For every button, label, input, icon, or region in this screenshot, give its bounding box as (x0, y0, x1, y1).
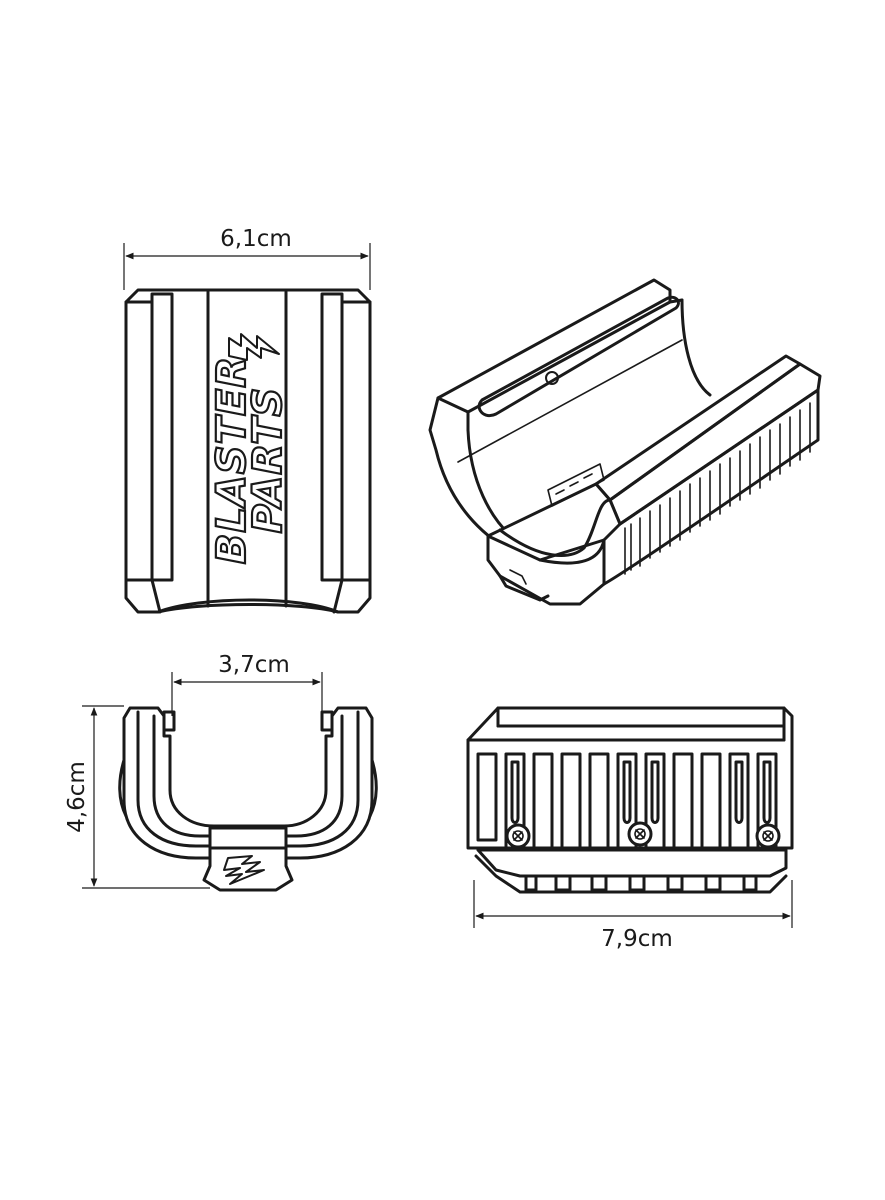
base-notches (524, 874, 758, 892)
iso-logo-fragment (547, 463, 605, 507)
logo-line2: PARTS (245, 387, 291, 534)
screw-head-icon (627, 821, 653, 847)
screw-head-icon (505, 823, 531, 849)
isometric-view (428, 278, 822, 606)
lightning-bolt-icon (228, 333, 280, 361)
inner-width-dimension-label: 3,7cm (218, 652, 290, 678)
height-dimension: 4,6cm (64, 705, 210, 889)
inner-width-dimension: 3,7cm (171, 652, 323, 716)
blaster-parts-logo: BLASTER PARTS (208, 333, 292, 565)
length-dimension-label: 7,9cm (601, 926, 673, 952)
top-view: 6,1cm BLASTER PARTS (123, 226, 372, 614)
height-dimension-label: 4,6cm (64, 761, 90, 833)
side-ribs (476, 752, 778, 850)
width-dimension-label: 6,1cm (220, 226, 292, 252)
width-dimension: 6,1cm (123, 226, 371, 290)
lightning-bolt-icon (223, 855, 265, 885)
length-dimension: 7,9cm (473, 880, 793, 952)
iso-ribs (624, 402, 811, 575)
side-view: 7,9cm (466, 706, 794, 952)
logo-line1: BLASTER (209, 356, 255, 564)
end-view: 3,7cm 4,6cm (64, 652, 378, 892)
screw-head-icon (755, 823, 781, 849)
